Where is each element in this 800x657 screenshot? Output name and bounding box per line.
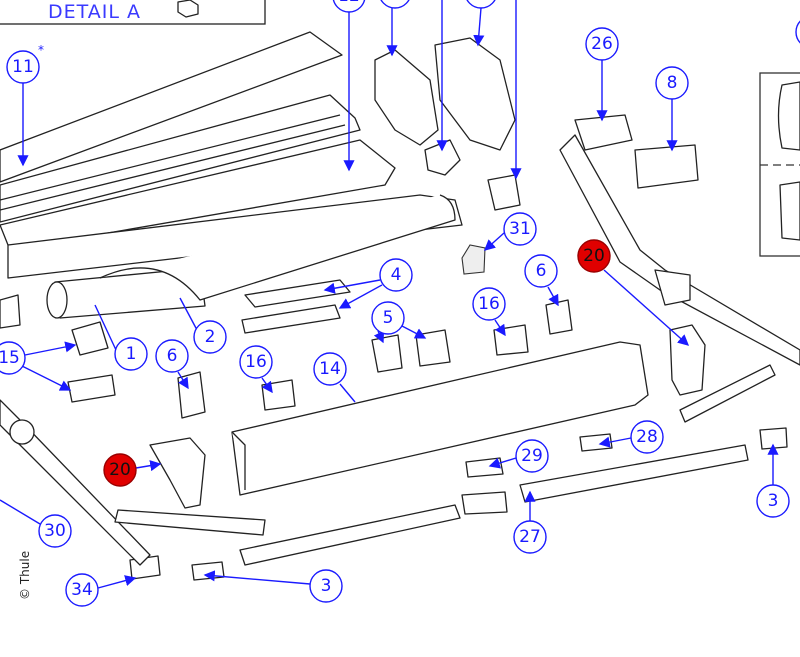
svg-text:12: 12 — [338, 0, 360, 6]
svg-text:2: 2 — [205, 327, 216, 347]
callout-34[interactable]: 34 — [65, 573, 99, 607]
svg-text:8: 8 — [667, 73, 678, 93]
svg-text:20: 20 — [109, 460, 131, 480]
callout-12[interactable]: 12 — [332, 0, 366, 13]
awning-profiles — [0, 31, 463, 279]
svg-text:27: 27 — [519, 527, 541, 547]
detail-part-icon — [177, 0, 199, 18]
svg-text:28: 28 — [636, 427, 658, 447]
callout-2[interactable]: 2 — [193, 320, 227, 354]
right-detail-box — [759, 72, 800, 257]
svg-text:6: 6 — [167, 346, 178, 366]
svg-text:16: 16 — [478, 294, 500, 314]
callout-11[interactable]: 11 — [6, 50, 40, 84]
callout-31[interactable]: 31 — [503, 212, 537, 246]
callout-26[interactable]: 26 — [585, 27, 619, 61]
svg-text:26: 26 — [591, 34, 613, 54]
svg-text:31: 31 — [509, 219, 531, 239]
callout-6-left[interactable]: 6 — [155, 339, 189, 373]
callout-1[interactable]: 1 — [114, 337, 148, 371]
callout-30[interactable]: 30 — [38, 514, 72, 548]
callout-16-left[interactable]: 16 — [239, 345, 273, 379]
callout-partial-a — [380, 0, 410, 9]
callouts: 11 * 12 26 8 31 20 4 6 16 5 2 1 15 6 16 … — [0, 0, 800, 607]
callout-4[interactable]: 4 — [379, 258, 413, 292]
callout-3-right[interactable]: 3 — [756, 484, 790, 518]
callout-20-highlighted[interactable]: 20 — [577, 239, 611, 273]
svg-text:16: 16 — [245, 352, 267, 372]
svg-text:3: 3 — [768, 491, 779, 511]
svg-text:4: 4 — [391, 265, 402, 285]
svg-text:14: 14 — [319, 359, 341, 379]
leader-lines — [0, 0, 779, 589]
svg-text:29: 29 — [521, 446, 543, 466]
svg-text:6: 6 — [536, 261, 547, 281]
svg-text:11: 11 — [12, 57, 34, 77]
callout-partial-c — [795, 20, 800, 44]
svg-text:34: 34 — [71, 580, 93, 600]
callout-16[interactable]: 16 — [472, 287, 506, 321]
callout-5[interactable]: 5 — [371, 301, 405, 335]
svg-text:15: 15 — [0, 348, 20, 368]
callout-27[interactable]: 27 — [513, 520, 547, 554]
small-parts — [67, 37, 788, 581]
front-profile — [149, 324, 706, 509]
callout-20-left-highlighted[interactable]: 20 — [103, 453, 137, 487]
detail-a-label: DETAIL A — [48, 1, 141, 23]
svg-text:5: 5 — [383, 308, 394, 328]
svg-text:3: 3 — [321, 576, 332, 596]
copyright-notice: © Thule — [18, 550, 32, 600]
callout-28[interactable]: 28 — [630, 420, 664, 454]
callout-15[interactable]: 15 — [0, 341, 26, 375]
roller-tube-and-fabric — [46, 194, 456, 319]
callout-29[interactable]: 29 — [515, 439, 549, 473]
callout-8[interactable]: 8 — [655, 66, 689, 100]
callout-14[interactable]: 14 — [313, 352, 347, 386]
callout-3-bottom[interactable]: 3 — [309, 569, 343, 603]
callout-partial-b — [466, 0, 496, 9]
svg-text:1: 1 — [126, 344, 137, 364]
callout-11-star: * — [38, 43, 44, 57]
svg-text:20: 20 — [583, 246, 605, 266]
detail-a-box: DETAIL A — [0, 0, 266, 25]
callout-6[interactable]: 6 — [524, 254, 558, 288]
awning-arms — [0, 114, 800, 566]
svg-text:*: * — [38, 43, 44, 57]
svg-text:30: 30 — [44, 521, 66, 541]
